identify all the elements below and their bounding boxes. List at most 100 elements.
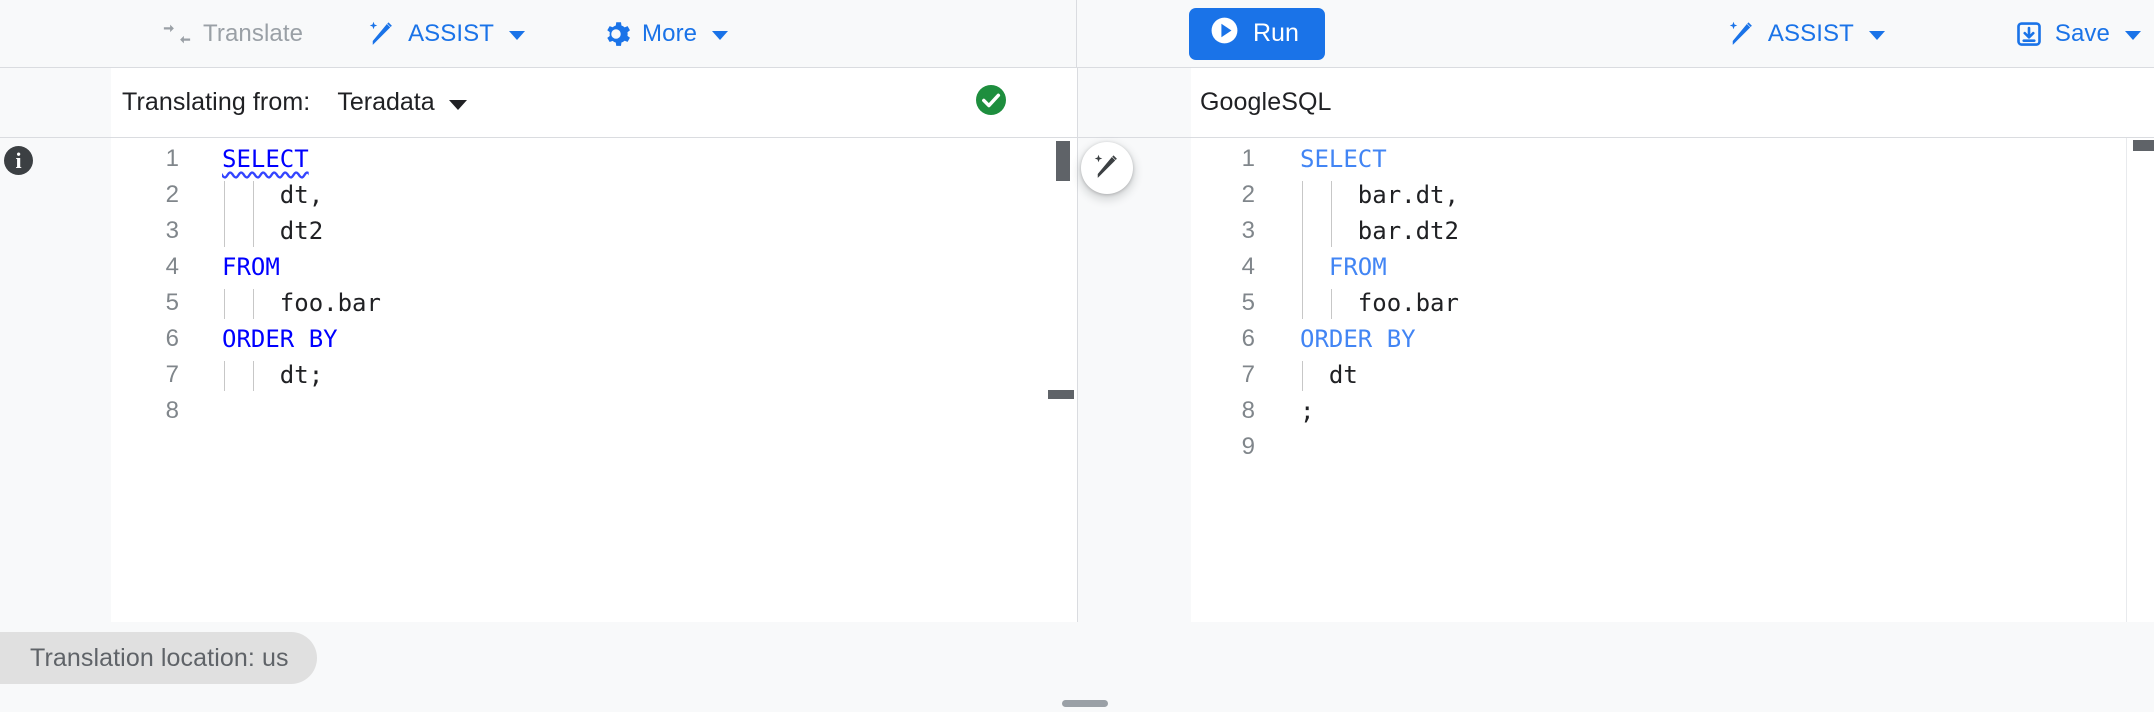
- translating-from-label: Translating from:: [122, 88, 311, 116]
- chevron-down-icon: [1868, 30, 1885, 40]
- target-dialect-label: GoogleSQL: [1200, 88, 1332, 116]
- right-pane-header: GoogleSQL: [1191, 68, 2154, 138]
- save-button-label: Save: [2054, 19, 2110, 47]
- code-line[interactable]: 8: [166, 393, 381, 429]
- left-gutter-background: [0, 138, 111, 622]
- translate-button-label: Translate: [203, 19, 304, 47]
- indent-guide: [1302, 181, 1303, 319]
- more-button[interactable]: More: [587, 11, 742, 57]
- chevron-down-icon: [712, 30, 729, 40]
- code-line[interactable]: 3 bar.dt2: [1242, 213, 1459, 249]
- code-line[interactable]: 1 SELECT: [1242, 141, 1459, 177]
- code-token: bar.dt,: [1357, 181, 1459, 209]
- line-number: 5: [165, 289, 179, 316]
- play-circle-icon: [1209, 15, 1240, 53]
- code-line[interactable]: 7 dt;: [166, 357, 381, 393]
- run-button-label: Run: [1253, 19, 1299, 47]
- line-number: 6: [1241, 325, 1255, 352]
- line-number: 1: [1241, 145, 1255, 172]
- right-header-gutter-spacer: [1078, 68, 1191, 138]
- code-token: foo.bar: [1357, 289, 1459, 317]
- save-button[interactable]: Save: [2000, 11, 2154, 57]
- code-line[interactable]: 2 bar.dt,: [1242, 177, 1459, 213]
- translation-location-label: Translation location: us: [30, 643, 289, 672]
- more-button-label: More: [642, 19, 698, 47]
- save-download-icon: [2014, 19, 2044, 49]
- check-circle-icon: [973, 82, 1009, 123]
- source-dialect-dropdown[interactable]: Teradata: [331, 84, 472, 121]
- code-line[interactable]: 4 FROM: [166, 249, 381, 285]
- code-line[interactable]: 2 dt,: [166, 177, 381, 213]
- indent-guide: [1330, 181, 1332, 247]
- line-number: 8: [1241, 397, 1255, 424]
- translation-status-badge: [973, 82, 1009, 123]
- bottom-panel-drag-handle[interactable]: [1062, 700, 1108, 707]
- line-number: 6: [165, 325, 179, 352]
- gear-icon: [601, 19, 631, 49]
- code-token: ORDER BY: [222, 325, 338, 353]
- code-token: SELECT: [1300, 145, 1387, 173]
- chevron-down-icon: [509, 30, 526, 40]
- code-line[interactable]: 8;: [1242, 393, 1459, 429]
- assist-left-button[interactable]: ASSIST: [353, 11, 539, 57]
- line-number: 4: [165, 253, 179, 280]
- code-token: dt;: [279, 361, 324, 389]
- chevron-down-icon: [2124, 30, 2141, 40]
- code-line[interactable]: 9: [1242, 429, 1459, 465]
- code-line[interactable]: 6 ORDER BY: [166, 321, 381, 357]
- code-token: ;: [1300, 397, 1315, 425]
- left-pane-header: Translating from: Teradata: [111, 68, 1077, 138]
- top-toolbar: Translate ASSIST More: [0, 0, 2154, 68]
- assist-right-button[interactable]: ASSIST: [1713, 11, 1899, 57]
- run-button[interactable]: Run: [1189, 7, 1325, 60]
- code-line[interactable]: 5 foo.bar: [166, 285, 381, 321]
- code-line[interactable]: 7 dt: [1242, 357, 1459, 393]
- info-icon[interactable]: i: [4, 146, 33, 175]
- line-number: 4: [1241, 253, 1255, 280]
- assist-left-label: ASSIST: [408, 19, 495, 47]
- line-number: 7: [1241, 361, 1255, 388]
- magic-wand-icon: [1092, 152, 1122, 185]
- source-dialect-value: Teradata: [337, 88, 435, 116]
- translation-location-pill: Translation location: us: [0, 632, 317, 684]
- code-token: dt,: [279, 181, 324, 209]
- left-header-gutter-spacer: [0, 68, 111, 138]
- bottom-status-area: [0, 622, 2154, 712]
- splitter-grip[interactable]: [1056, 141, 1070, 181]
- source-editor-hscrollbar[interactable]: [1048, 390, 1074, 399]
- code-token: dt2: [279, 217, 324, 245]
- toolbar-right-group: Run ASSIST Save: [1078, 0, 2154, 67]
- line-number: 5: [1241, 289, 1255, 316]
- indent-guide: [252, 361, 254, 391]
- chevron-down-icon: [448, 100, 467, 110]
- code-token: FROM: [222, 253, 280, 281]
- assist-right-label: ASSIST: [1767, 19, 1854, 47]
- code-token: bar.dt2: [1357, 217, 1459, 245]
- indent-guide: [252, 181, 254, 247]
- line-number: 2: [165, 181, 179, 208]
- indent-guide: [252, 289, 254, 319]
- indent-guide: [1330, 289, 1332, 319]
- line-number: 9: [1241, 433, 1255, 460]
- toolbar-left-group: Translate ASSIST More: [0, 0, 1077, 67]
- translate-button[interactable]: Translate: [148, 11, 317, 57]
- assist-fab-button[interactable]: [1081, 142, 1133, 194]
- indent-guide: [1302, 361, 1303, 391]
- code-token: foo.bar: [279, 289, 381, 317]
- line-number: 2: [1241, 181, 1255, 208]
- code-token: FROM: [1328, 253, 1387, 281]
- code-token: dt: [1328, 361, 1358, 389]
- target-editor-vscrollbar-track: [2126, 138, 2127, 622]
- code-line[interactable]: 5 foo.bar: [1242, 285, 1459, 321]
- code-line[interactable]: 4 FROM: [1242, 249, 1459, 285]
- code-line[interactable]: 3 dt2: [166, 213, 381, 249]
- magic-wand-icon: [1727, 19, 1757, 49]
- indent-guide: [224, 361, 225, 391]
- target-editor-vscrollbar[interactable]: [2133, 140, 2154, 151]
